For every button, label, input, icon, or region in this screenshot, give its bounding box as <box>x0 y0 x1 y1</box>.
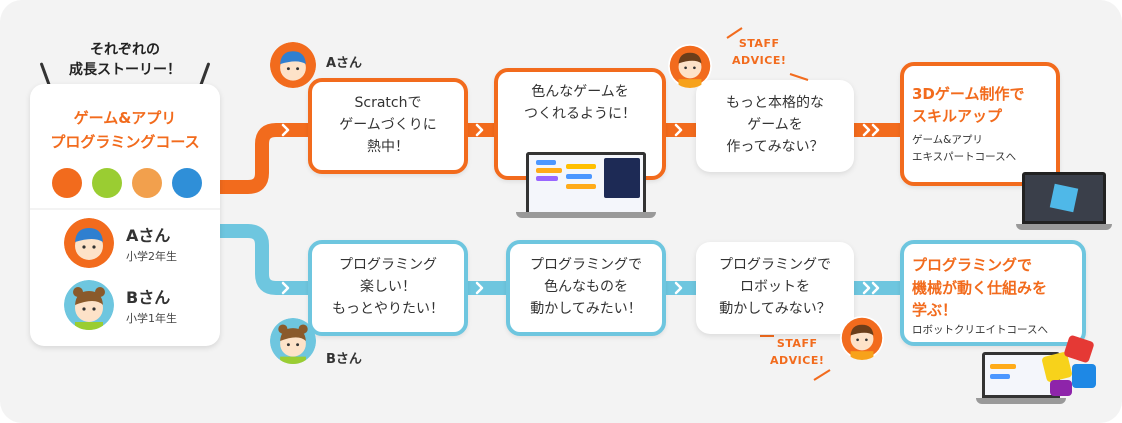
staff-avatar-top <box>668 44 712 88</box>
path-b-label: Bさん <box>326 352 362 367</box>
path-a-step-3: もっと本格的な ゲームを 作ってみない？ <box>696 80 854 172</box>
kid-avatar <box>52 168 82 198</box>
student-a: Aさん 小学2年生 <box>64 218 204 268</box>
staff-avatar-bottom <box>840 316 884 360</box>
path-a-goal-title: 3Dゲーム制作で スキルアップ <box>912 84 1025 126</box>
staff-advice-top: STAFF ADVICE! <box>732 37 787 67</box>
student-b-grade: 小学1年生 <box>126 312 177 325</box>
student-a-avatar <box>64 218 114 268</box>
path-a-step-2-text: 色んなゲームを つくれるように！ <box>524 84 636 122</box>
kid-avatar <box>172 168 202 198</box>
student-a-avatar-small <box>270 42 316 88</box>
path-a-label: Aさん <box>326 56 363 71</box>
student-b-avatar-small <box>270 318 316 364</box>
path-a-step-1: Scratchで ゲームづくりに 熱中！ <box>308 78 468 174</box>
laptop-scratch-illustration <box>516 152 656 218</box>
path-b-goal: プログラミングで 機械が動く仕組みを 学ぶ！ ロボットクリエイトコースへ <box>900 240 1086 346</box>
divider <box>30 208 220 210</box>
laptop-3d-illustration <box>1016 172 1112 232</box>
student-b-name: Bさん <box>126 288 171 307</box>
kid-avatar <box>92 168 122 198</box>
student-b: Bさん 小学1年生 <box>64 280 204 330</box>
path-b-goal-title: プログラミングで 機械が動く仕組みを 学ぶ！ <box>912 256 1048 319</box>
path-b-step-1-text: プログラミング 楽しい！ もっとやりたい！ <box>332 257 444 317</box>
staff-advice-bottom: STAFF ADVICE! <box>770 337 825 367</box>
student-b-avatar <box>64 280 114 330</box>
robot-kit-illustration <box>1036 332 1106 402</box>
path-b-step-2: プログラミングで 色んなものを 動かしてみたい！ <box>506 240 666 336</box>
student-a-name: Aさん <box>126 226 171 245</box>
student-a-grade: 小学2年生 <box>126 250 177 263</box>
kid-avatar <box>132 168 162 198</box>
path-b-step-3: プログラミングで ロボットを 動かしてみない？ <box>696 242 854 334</box>
path-a-goal: 3Dゲーム制作で スキルアップ ゲーム&アプリ エキスパートコースへ <box>900 62 1060 186</box>
path-b-goal-subtitle: ロボットクリエイトコースへ <box>912 323 1048 336</box>
path-a-goal-subtitle: ゲーム&アプリ エキスパートコースへ <box>912 133 1017 163</box>
page-heading: それぞれの 成長ストーリー！ <box>69 42 181 79</box>
course-title: ゲーム&アプリ プログラミングコース <box>50 109 200 151</box>
path-b-step-3-text: プログラミングで ロボットを 動かしてみない？ <box>719 257 831 317</box>
path-b-step-2-text: プログラミングで 色んなものを 動かしてみたい！ <box>530 257 642 317</box>
course-card: ゲーム&アプリ プログラミングコース Aさん 小学2年生 Bさん 小学1年生 <box>30 84 220 346</box>
path-b-step-1: プログラミング 楽しい！ もっとやりたい！ <box>308 240 468 336</box>
kids-illustration <box>52 168 202 198</box>
path-a-step-3-text: もっと本格的な ゲームを 作ってみない？ <box>726 95 824 155</box>
path-a-step-1-text: Scratchで ゲームづくりに 熱中！ <box>339 95 437 155</box>
